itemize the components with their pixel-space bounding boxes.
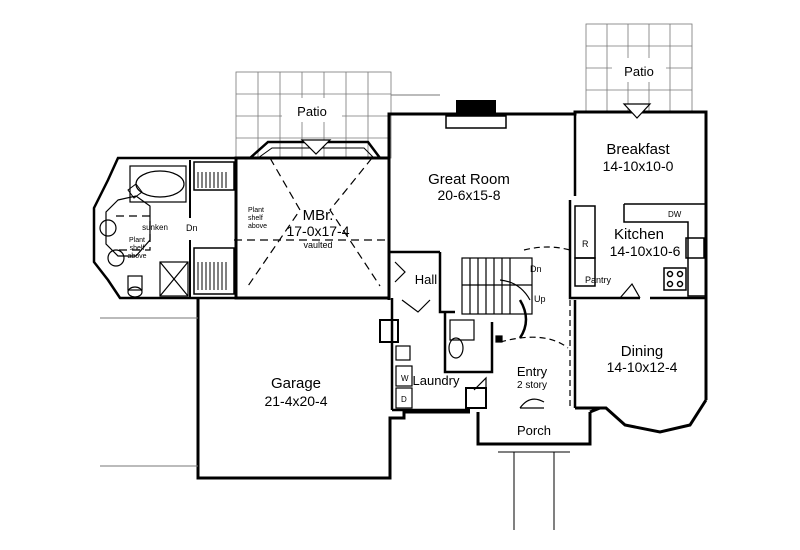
kitchen-size: 14-10x10-6 bbox=[610, 243, 681, 259]
plant-shelf-1-line2: shelf bbox=[248, 215, 263, 222]
stair-up-label: Up bbox=[534, 294, 546, 304]
dining-size: 14-10x12-4 bbox=[607, 359, 678, 375]
dishwasher-label: DW bbox=[668, 210, 682, 219]
fireplace bbox=[445, 100, 507, 129]
kitchen-counters bbox=[574, 203, 707, 297]
closet-hatch bbox=[193, 161, 235, 295]
porch-walk bbox=[498, 451, 570, 530]
exterior-walls bbox=[196, 110, 708, 480]
master-size: 17-0x17-4 bbox=[286, 223, 349, 239]
vault-lines bbox=[116, 157, 388, 287]
breakfast-name: Breakfast bbox=[606, 141, 670, 158]
plant-shelf-2-line3: above bbox=[127, 253, 146, 260]
breakfast-door bbox=[622, 103, 652, 119]
interior-walls bbox=[389, 114, 706, 412]
breakfast-size: 14-10x10-0 bbox=[603, 158, 674, 174]
master-bath bbox=[92, 156, 236, 300]
plant-shelf-2-line2: shelf bbox=[130, 245, 145, 252]
laundry-label: Laundry bbox=[413, 373, 460, 388]
garage-size: 21-4x20-4 bbox=[264, 393, 327, 409]
plant-shelf-1-line1: Plant bbox=[248, 207, 264, 214]
patio-right-label: Patio bbox=[624, 64, 654, 79]
bath-fixtures bbox=[99, 165, 189, 298]
stair bbox=[461, 257, 533, 339]
patio-left-label-bg bbox=[282, 98, 342, 122]
sunken-label: sunken bbox=[142, 223, 168, 232]
driveway bbox=[100, 317, 198, 467]
entry-note: 2 story bbox=[517, 380, 547, 391]
stair-down-label: Dn bbox=[530, 264, 542, 274]
plant-shelf-2-line1: Plant bbox=[129, 237, 145, 244]
plant-shelf-1-line3: above bbox=[248, 223, 267, 230]
dining-name: Dining bbox=[621, 343, 664, 360]
garage-name: Garage bbox=[271, 375, 321, 392]
patio-right-label-bg bbox=[612, 58, 666, 82]
entry-name: Entry bbox=[517, 364, 548, 379]
great-room-size: 20-6x15-8 bbox=[437, 187, 500, 203]
entry-dashes bbox=[499, 246, 571, 408]
master-note: vaulted bbox=[303, 240, 332, 250]
patio-left-label: Patio bbox=[297, 104, 327, 119]
master-bay bbox=[249, 139, 381, 159]
washer-label: W bbox=[401, 374, 409, 383]
pantry-label: Pantry bbox=[585, 275, 612, 285]
porch-label: Porch bbox=[517, 423, 551, 438]
down-bath-label: Dn bbox=[186, 223, 198, 233]
powder-fixtures bbox=[448, 319, 503, 359]
master-name: MBr. bbox=[303, 207, 334, 224]
hall-label: Hall bbox=[415, 272, 438, 287]
dryer-label: D bbox=[401, 395, 407, 404]
great-room-name: Great Room bbox=[428, 171, 510, 188]
refrigerator-label: R bbox=[582, 239, 589, 249]
laundry-appliances bbox=[379, 319, 487, 409]
kitchen-name: Kitchen bbox=[614, 226, 664, 243]
